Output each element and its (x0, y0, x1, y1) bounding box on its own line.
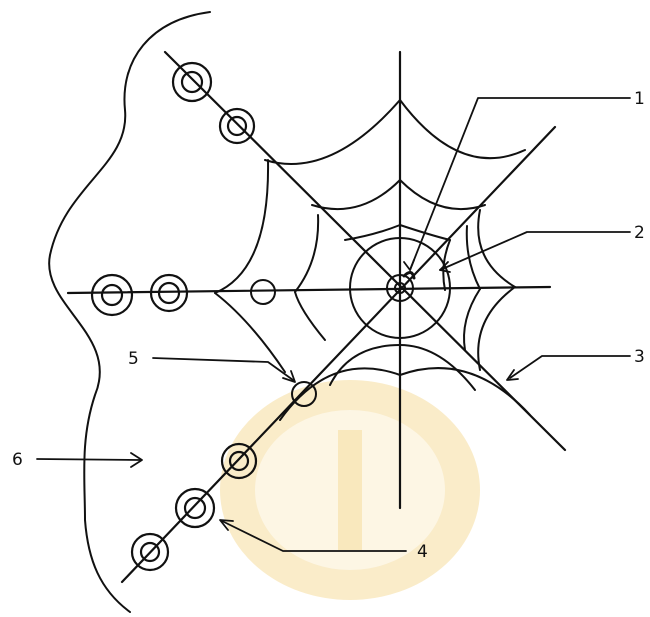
watermark-seal (220, 380, 480, 600)
label-5: 5 (128, 349, 139, 369)
label-2: 2 (634, 223, 645, 243)
label-4: 4 (417, 542, 428, 562)
boundary-curve (49, 12, 210, 612)
label-3: 3 (634, 347, 645, 367)
label-6: 6 (12, 450, 23, 470)
label-1: 1 (634, 89, 645, 109)
